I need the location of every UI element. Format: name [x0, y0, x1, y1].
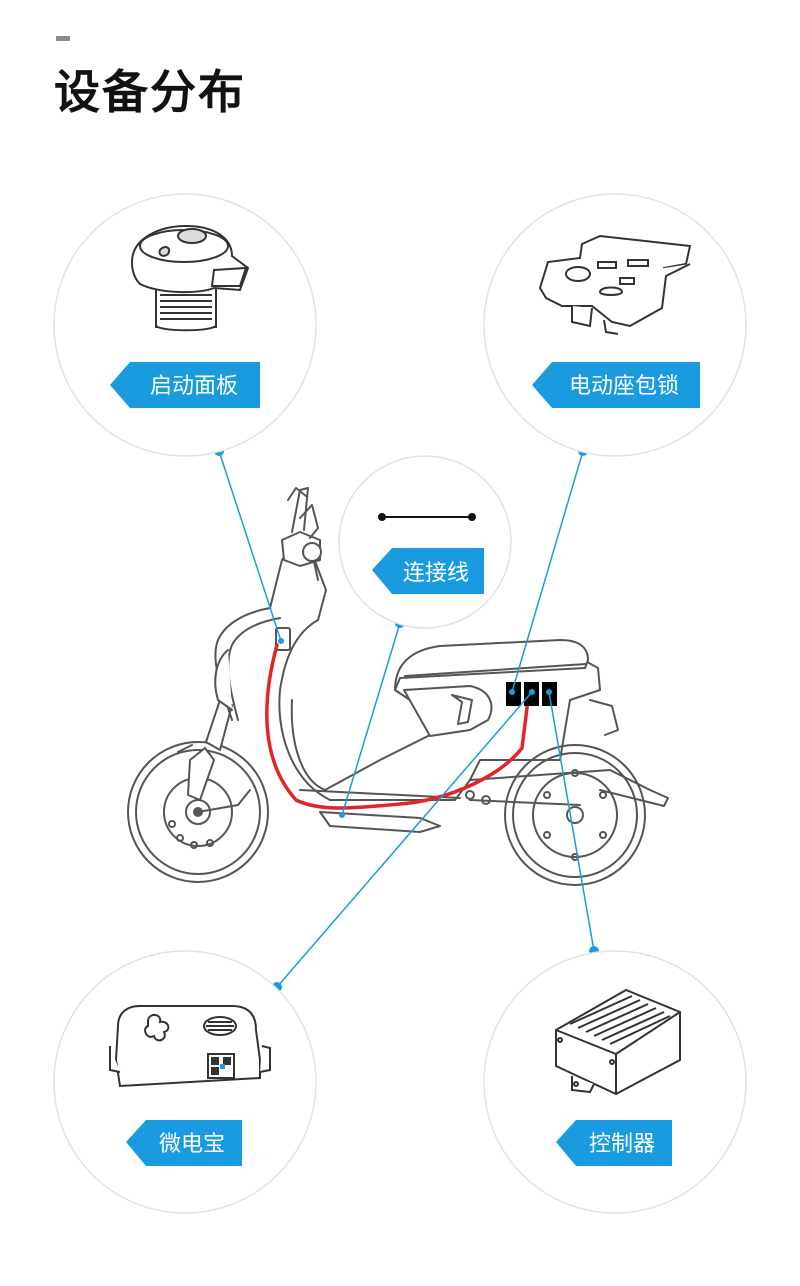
micro-box-icon: [109, 1005, 271, 1088]
controller-callout[interactable]: 控制器: [483, 950, 747, 1214]
rear-wheel: [504, 744, 646, 886]
cable-route: [265, 643, 530, 810]
seat-lock-callout[interactable]: 电动座包锁: [483, 193, 747, 457]
micro-box-label: 微电宝: [159, 1132, 225, 1157]
seat-lock-label: 电动座包锁: [569, 374, 679, 399]
controller-icon: [555, 988, 681, 1096]
cable-label: 连接线: [403, 561, 469, 586]
seat-lock-label-bg: [532, 362, 700, 408]
cable-callout[interactable]: 连接线: [338, 455, 512, 629]
cable-label-bg: [372, 548, 484, 594]
cable-icon: [378, 513, 476, 521]
controller-label-bg: [556, 1120, 672, 1166]
page-title: 设备分布: [54, 65, 246, 119]
title-accent-bar: [56, 36, 70, 41]
connector-lines: [218, 450, 595, 988]
micro-box-label-bg: [126, 1120, 242, 1166]
start-panel-callout[interactable]: 启动面板: [53, 193, 317, 457]
controller-label: 控制器: [589, 1132, 655, 1157]
seat-lock-icon: [538, 234, 692, 335]
start-panel-icon: [130, 224, 250, 332]
scooter-illustration: [127, 487, 669, 886]
start-panel-label: 启动面板: [150, 374, 238, 399]
start-panel-label-bg: [110, 362, 260, 408]
micro-box-callout[interactable]: 微电宝: [53, 950, 317, 1214]
device-blocks: [506, 682, 557, 706]
